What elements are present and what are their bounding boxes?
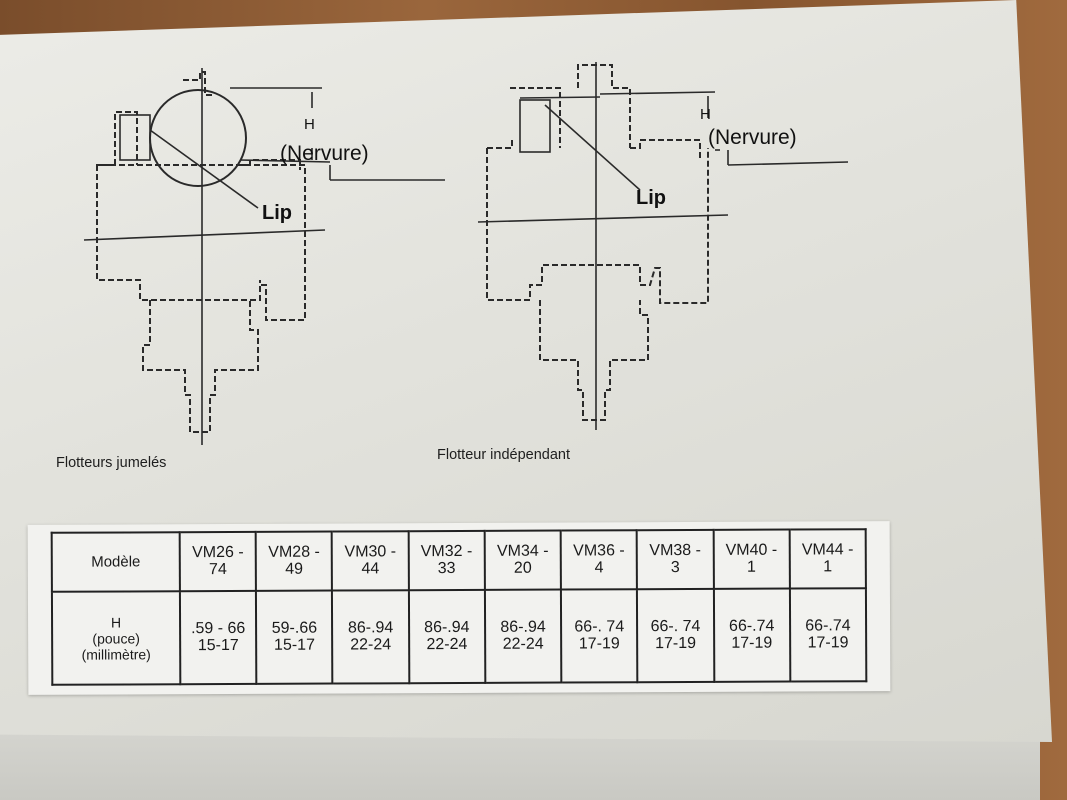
model-cell: VM28 -49 bbox=[255, 531, 333, 592]
left-lip-label: Lip bbox=[262, 202, 292, 224]
right-figure-caption: Flotteur indépendant bbox=[437, 447, 571, 463]
right-annotation-lines bbox=[477, 62, 849, 430]
left-carburetor-outline bbox=[96, 71, 306, 433]
right-carburetor-outline bbox=[486, 64, 709, 421]
right-h-label: H bbox=[700, 106, 711, 123]
model-cell: VM34 -20 bbox=[484, 530, 562, 591]
spec-table-card: Modèle VM26 -74 VM28 -49 VM30 -44 VM32 -… bbox=[27, 521, 891, 695]
model-cell: VM40 -1 bbox=[713, 529, 790, 590]
model-cell: VM36 -4 bbox=[560, 530, 638, 590]
model-cell: VM26 -74 bbox=[179, 531, 257, 592]
left-annotation-lines bbox=[83, 68, 445, 445]
left-h-label: H bbox=[304, 116, 315, 133]
right-lip-label: Lip bbox=[636, 187, 666, 209]
left-figure-caption: Flotteurs jumelés bbox=[56, 455, 167, 471]
model-cell: VM30 -44 bbox=[332, 531, 409, 591]
model-cell: VM38 -3 bbox=[636, 529, 714, 590]
right-nervure-label: (Nervure) bbox=[708, 126, 797, 149]
model-row-header: Modèle bbox=[51, 532, 180, 593]
model-row: Modèle VM26 -74 VM28 -49 VM30 -44 VM32 -… bbox=[51, 529, 866, 593]
model-cell: VM44 -1 bbox=[789, 529, 866, 589]
model-cell: VM32 -33 bbox=[408, 530, 485, 591]
left-float-circle bbox=[149, 89, 247, 187]
height-row-header: H (pouce) (millimètre) bbox=[51, 591, 181, 685]
left-nervure-label: (Nervure) bbox=[280, 142, 369, 165]
float-height-table: Modèle VM26 -74 VM28 -49 VM30 -44 VM32 -… bbox=[51, 528, 868, 686]
